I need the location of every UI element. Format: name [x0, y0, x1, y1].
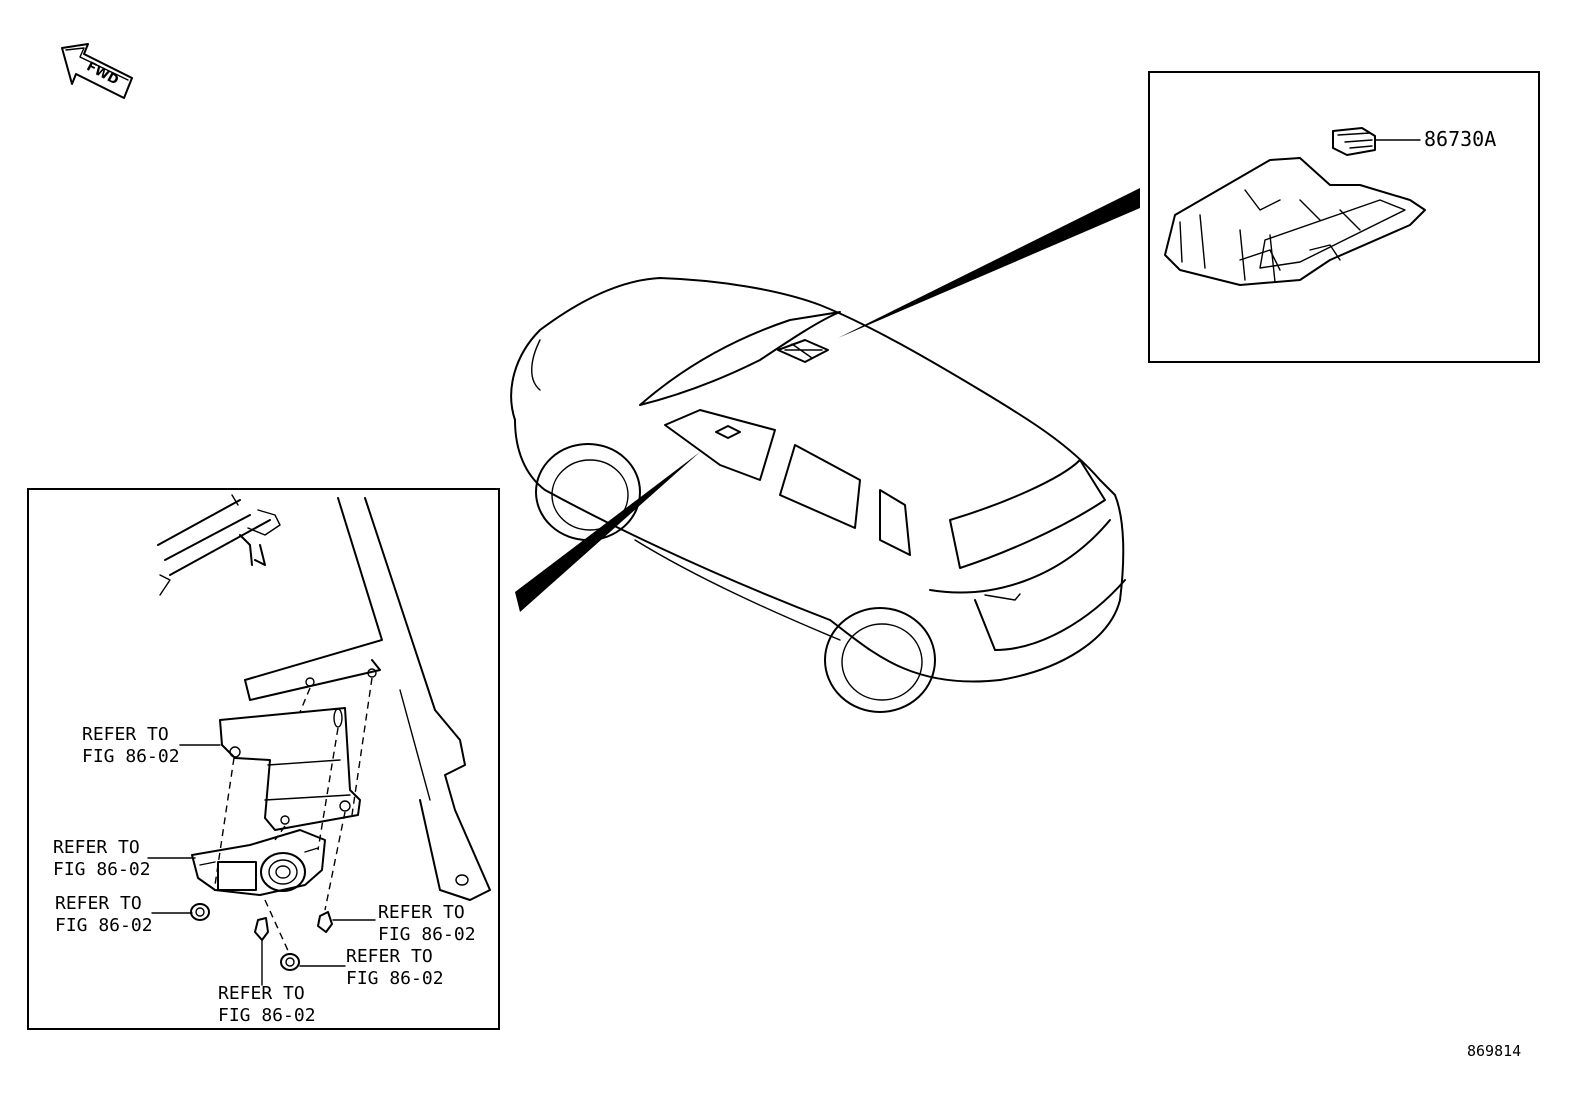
leader-wedge-bottom [515, 452, 700, 612]
windshield-bracket-drawing [157, 494, 491, 971]
reference-label-clip: REFER TO FIG 86-02 [55, 893, 153, 936]
svg-text:FIG 86-02: FIG 86-02 [82, 746, 180, 767]
detail-box-windshield [27, 488, 500, 1030]
svg-text:REFER TO: REFER TO [55, 893, 142, 914]
svg-text:REFER TO: REFER TO [53, 837, 140, 858]
svg-text:REFER TO: REFER TO [378, 902, 465, 923]
part-number-86730a: 86730A [1424, 127, 1496, 151]
svg-text:REFER TO: REFER TO [82, 724, 169, 745]
reference-label-nut: REFER TO FIG 86-02 [346, 946, 444, 989]
svg-text:FIG 86-02: FIG 86-02 [218, 1005, 316, 1026]
svg-text:FIG 86-02: FIG 86-02 [346, 968, 444, 989]
reference-label-camera: REFER TO FIG 86-02 [53, 837, 151, 880]
reference-leaders [147, 744, 376, 986]
overhead-module-drawing [1164, 127, 1426, 286]
svg-text:REFER TO: REFER TO [218, 983, 305, 1004]
svg-text:FIG 86-02: FIG 86-02 [378, 924, 476, 945]
vehicle-outline [510, 277, 1126, 713]
detail-box-overhead [1148, 71, 1540, 363]
svg-text:FIG 86-02: FIG 86-02 [53, 859, 151, 880]
svg-text:REFER TO: REFER TO [346, 946, 433, 967]
figure-number: 869814 [1467, 1042, 1521, 1060]
svg-text:FIG 86-02: FIG 86-02 [55, 915, 153, 936]
fwd-arrow-icon: FWD [61, 43, 133, 99]
reference-label-screw-bottom: REFER TO FIG 86-02 [218, 983, 316, 1026]
reference-label-screw-right: REFER TO FIG 86-02 [378, 902, 476, 945]
reference-label-bracket: REFER TO FIG 86-02 [82, 724, 180, 767]
leader-wedge-top [838, 188, 1140, 338]
